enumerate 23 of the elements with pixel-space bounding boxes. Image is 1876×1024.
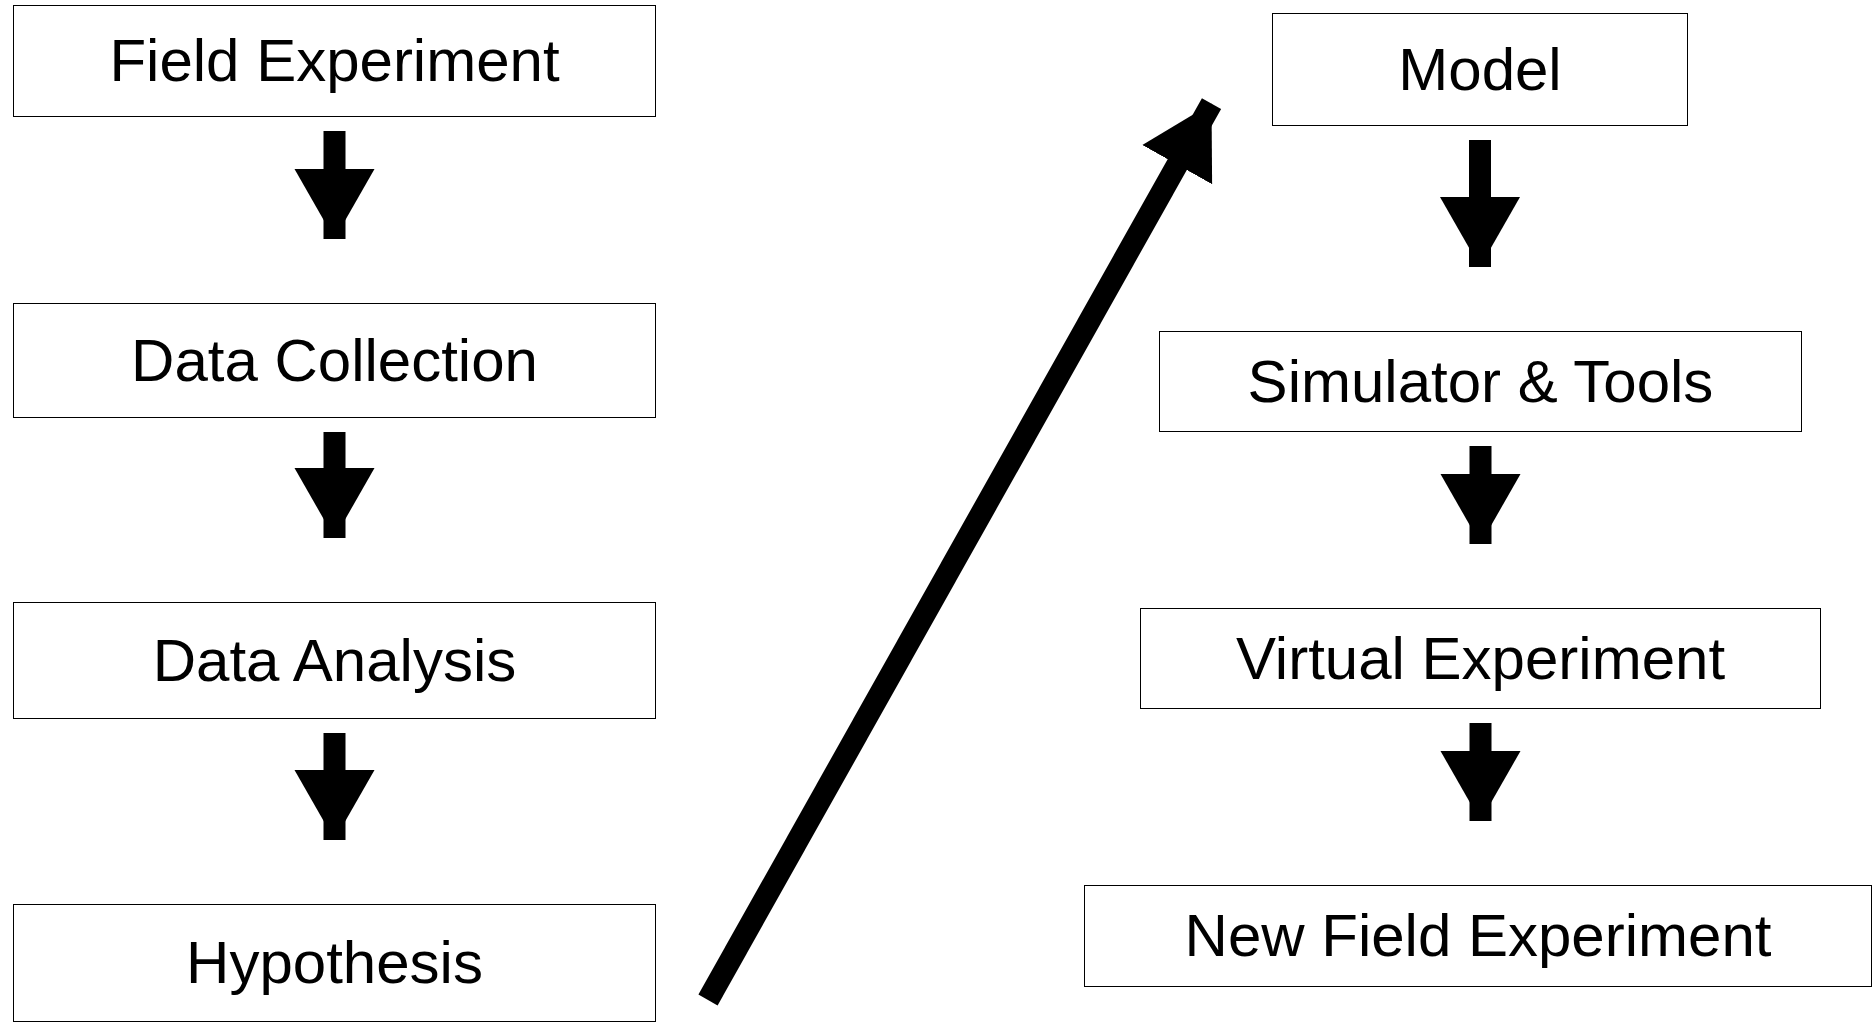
arrow: [294, 432, 375, 538]
box-label: Field Experiment: [109, 31, 560, 91]
box-label: Data Analysis: [152, 630, 517, 691]
box-label: New Field Experiment: [1184, 906, 1772, 966]
arrow: [1440, 446, 1521, 544]
box-label: Virtual Experiment: [1235, 628, 1726, 689]
process-box: [1140, 608, 1821, 709]
process-box: [13, 5, 656, 117]
process-box: [13, 602, 656, 719]
process-box: [1159, 331, 1802, 432]
box-label: Simulator & Tools: [1247, 351, 1714, 412]
box-label: Model: [1398, 39, 1562, 100]
arrow: [1440, 723, 1521, 821]
box-label: Data Collection: [131, 330, 538, 391]
process-box: [13, 303, 656, 418]
arrow: [294, 131, 375, 239]
process-box: [1272, 13, 1688, 126]
arrow: [698, 98, 1222, 1006]
process-box: [1084, 885, 1872, 987]
box-label: Hypothesis: [186, 933, 483, 993]
process-box: [13, 904, 656, 1022]
arrow: [1440, 140, 1520, 267]
arrow: [294, 733, 375, 840]
